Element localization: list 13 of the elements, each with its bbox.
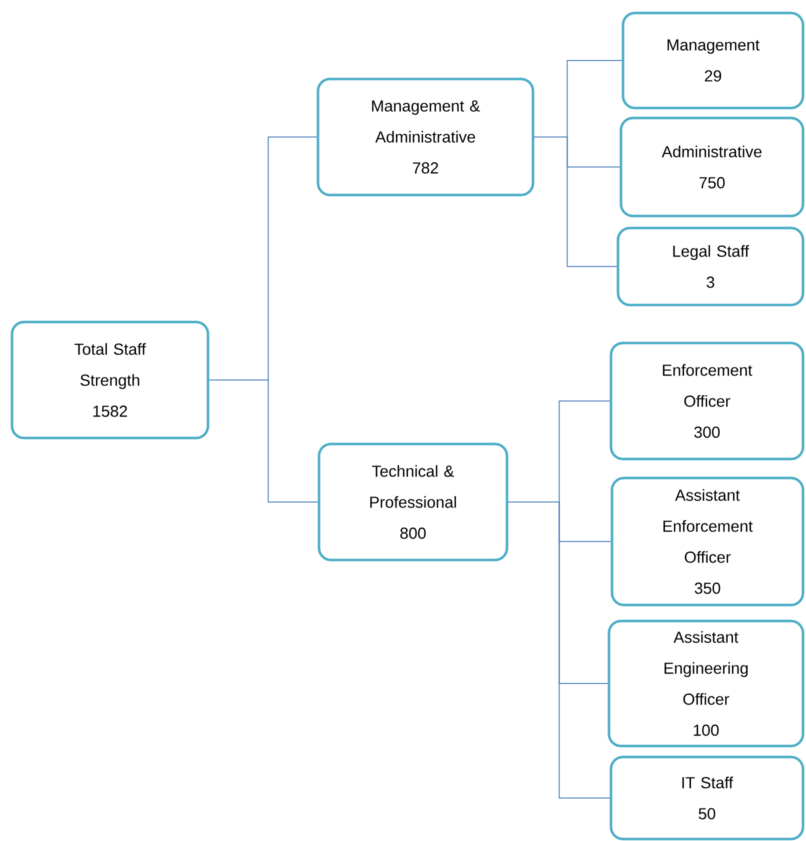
staff-box: Technical & Professional 800 [318, 442, 508, 562]
staff-box: Total Staff Strength 1582 [10, 320, 210, 440]
staff-box: Administrative 750 [620, 116, 804, 218]
connector-line [534, 136, 618, 267]
staff-box: Management 29 [622, 12, 804, 110]
staff-box: IT Staff 50 [610, 756, 804, 840]
connector-line [208, 380, 318, 502]
staff-box: Management & Administrative 782 [316, 78, 534, 196]
staff-box: Assistant Engineering Officer 100 [608, 620, 804, 748]
staff-box: Assistant Enforcement Officer 350 [610, 476, 804, 606]
staff-box: Legal Staff 3 [616, 226, 804, 306]
staff-box: Enforcement Officer 300 [610, 342, 804, 460]
connector-line [508, 502, 610, 798]
